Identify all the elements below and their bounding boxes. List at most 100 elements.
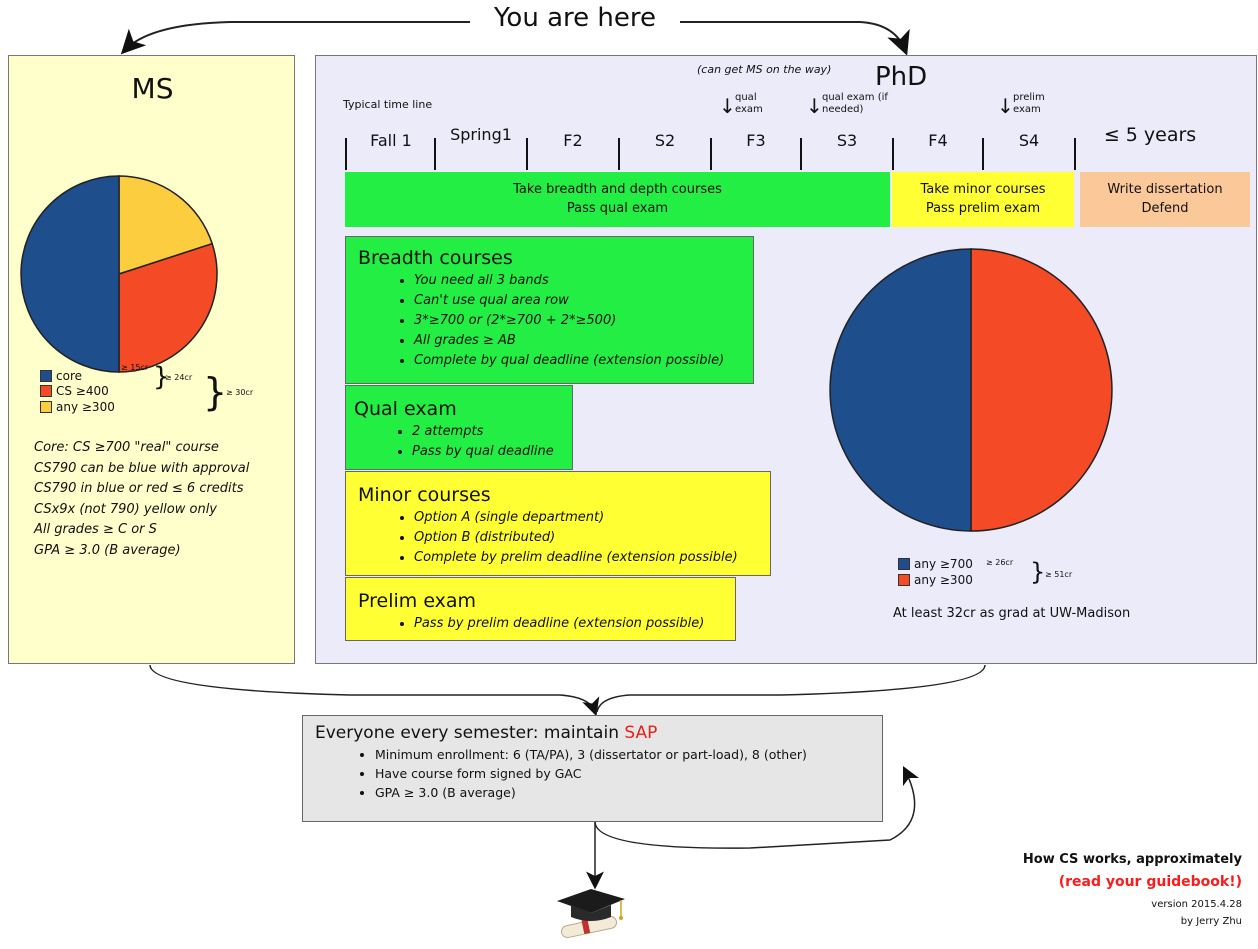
- sap-title: Everyone every semester: maintain SAP: [315, 723, 882, 743]
- ms-legend-cs400: CS ≥400: [40, 384, 109, 398]
- list-item: Complete by prelim deadline (extension p…: [414, 548, 770, 568]
- qual-marker-label: qual exam: [735, 92, 763, 115]
- list-item: Minimum enrollment: 6 (TA/PA), 3 (disser…: [375, 745, 882, 764]
- minor-courses-box: Minor courses Option A (single departmen…: [345, 471, 771, 576]
- breadth-title: Breadth courses: [358, 247, 513, 269]
- phase-line: Write dissertation: [1107, 182, 1223, 197]
- phase-breadth: Take breadth and depth courses Pass qual…: [345, 172, 890, 227]
- phd-legend-700: any ≥700: [898, 557, 973, 571]
- ms-title: MS: [131, 72, 174, 105]
- ms-brace-15cr: ≥ 15cr: [121, 363, 149, 372]
- timeline-tick: [618, 138, 620, 170]
- semester-spring1: Spring1: [450, 125, 512, 144]
- phase-minor: Take minor courses Pass prelim exam: [892, 172, 1074, 227]
- sap-box: Everyone every semester: maintain SAP Mi…: [302, 715, 883, 822]
- semester-s4: S4: [1018, 131, 1040, 150]
- list-item: You need all 3 bands: [414, 271, 753, 291]
- phase-line: Pass qual exam: [566, 201, 669, 216]
- timeline-tick: [526, 138, 528, 170]
- sap-title-highlight: SAP: [624, 723, 658, 743]
- ms-pie-chart: [20, 175, 218, 373]
- qual-marker-arrow: ↓: [719, 94, 736, 118]
- prelim-marker-label: prelim exam: [1013, 92, 1045, 115]
- ms-note: CSx9x (not 790) yellow only: [34, 501, 218, 517]
- phase-line: Defend: [1141, 201, 1189, 216]
- semester-f3: F3: [746, 131, 766, 150]
- credit-line2: (read your guidebook!): [1058, 874, 1242, 890]
- ms-legend-any300-label: any ≥300: [56, 400, 115, 414]
- qual-list: 2 attempts Pass by qual deadline: [354, 422, 572, 462]
- legend-swatch: [898, 574, 910, 586]
- breadth-list: You need all 3 bands Can't use qual area…: [358, 271, 753, 371]
- ms-legend-core: core: [40, 369, 82, 383]
- phd-legend-300: any ≥300: [898, 573, 973, 587]
- list-item: 2 attempts: [412, 422, 572, 442]
- ms-pie-slice-1: [118, 242, 218, 373]
- residency-note: At least 32cr as grad at UW-Madison: [893, 606, 1131, 621]
- timeline-tick: [434, 138, 436, 170]
- minor-list: Option A (single department) Option B (d…: [358, 508, 770, 568]
- semester-s2: S2: [654, 131, 676, 150]
- ms-pie-slice-0: [118, 175, 214, 276]
- phd-legend-300-label: any ≥300: [914, 573, 973, 587]
- timeline-tick: [982, 138, 984, 170]
- ms-note: Core: CS ≥700 "real" course: [34, 440, 219, 455]
- phd-title: PhD: [875, 62, 928, 92]
- list-item: GPA ≥ 3.0 (B average): [375, 783, 882, 802]
- qual-title: Qual exam: [354, 398, 457, 420]
- ms-note: CS790 in blue or red ≤ 6 credits: [34, 481, 244, 496]
- credit-line1: How CS works, approximately: [1022, 852, 1242, 867]
- phd-pie-slice-1: [829, 248, 972, 532]
- qual-exam-box: Qual exam 2 attempts Pass by qual deadli…: [345, 385, 573, 470]
- prelim-title: Prelim exam: [358, 590, 477, 612]
- qual-if-needed-label: qual exam (if needed): [822, 92, 888, 115]
- page-title: You are here: [470, 3, 680, 33]
- qual-if-needed-arrow: ↓: [806, 94, 823, 118]
- timeline-label: Typical time line: [343, 98, 433, 111]
- timeline-tick: [892, 138, 894, 170]
- breadth-courses-box: Breadth courses You need all 3 bands Can…: [345, 236, 754, 384]
- phd-pie-chart: [829, 248, 1113, 532]
- prelim-list: Pass by prelim deadline (extension possi…: [358, 614, 735, 634]
- phd-legend-700-label: any ≥700: [914, 557, 973, 571]
- list-item: Pass by qual deadline: [412, 442, 572, 462]
- prelim-marker-arrow: ↓: [997, 94, 1014, 118]
- ms-panel: MS core CS ≥400 any ≥300 ≥ 15cr } ≥ 24cr…: [8, 55, 295, 664]
- list-item: All grades ≥ AB: [414, 331, 753, 351]
- ms-on-the-way-note: (can get MS on the way): [697, 63, 832, 76]
- semester-f4: F4: [928, 131, 948, 150]
- semester-5years: ≤ 5 years: [1103, 124, 1197, 146]
- phase-line: Take breadth and depth courses: [513, 182, 722, 197]
- timeline-tick: [710, 138, 712, 170]
- semester-fall1: Fall 1: [370, 131, 412, 150]
- ms-brace-2: }: [203, 370, 228, 414]
- list-item: Option A (single department): [414, 508, 770, 528]
- sap-title-prefix: Everyone every semester: maintain: [315, 723, 625, 743]
- phd-brace-51cr: ≥ 51cr: [1045, 570, 1073, 579]
- ms-note: All grades ≥ C or S: [34, 522, 157, 537]
- list-item: Complete by qual deadline (extension pos…: [414, 351, 753, 371]
- list-item: 3*≥700 or (2*≥700 + 2*≥500): [414, 311, 753, 331]
- sap-list: Minimum enrollment: 6 (TA/PA), 3 (disser…: [315, 745, 882, 802]
- ms-pie-slice-2: [20, 175, 120, 373]
- legend-swatch: [898, 558, 910, 570]
- prelim-exam-box: Prelim exam Pass by prelim deadline (ext…: [345, 577, 736, 641]
- credit-author: by Jerry Zhu: [1180, 916, 1242, 927]
- timeline-tick: [1074, 138, 1076, 170]
- phase-dissertation: Write dissertation Defend: [1080, 172, 1250, 227]
- legend-swatch: [40, 370, 52, 382]
- semester-s3: S3: [836, 131, 858, 150]
- semester-f2: F2: [563, 131, 583, 150]
- graduation-cap-diploma-icon: [557, 889, 625, 939]
- timeline-tick: [345, 138, 347, 170]
- phase-line: Take minor courses: [920, 182, 1046, 197]
- list-item: Have course form signed by GAC: [375, 764, 882, 783]
- phd-brace: }: [1030, 558, 1046, 586]
- credit-version: version 2015.4.28: [1151, 899, 1242, 910]
- ms-legend-cs400-label: CS ≥400: [56, 384, 109, 398]
- ms-brace-24cr: ≥ 24cr: [165, 373, 193, 382]
- phd-brace-26cr: ≥ 26cr: [986, 558, 1014, 567]
- ms-notes: Core: CS ≥700 "real" course CS790 can be…: [34, 438, 249, 561]
- legend-swatch: [40, 385, 52, 397]
- list-item: Pass by prelim deadline (extension possi…: [414, 614, 735, 634]
